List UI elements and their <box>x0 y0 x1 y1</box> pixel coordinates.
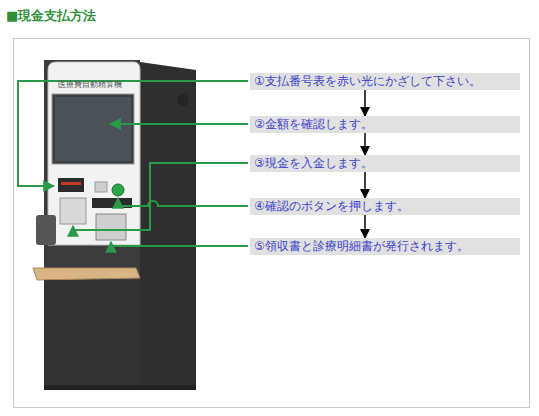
shelf <box>33 268 140 280</box>
confirm-button <box>112 184 124 196</box>
step-box: ②金額を確認します。 <box>250 116 520 133</box>
step-text: ①支払番号表を赤い光にかざして下さい。 <box>254 74 516 89</box>
red-light <box>61 182 81 185</box>
coin-tray <box>36 215 56 245</box>
step-box: ③現金を入金します。 <box>250 155 520 172</box>
speaker <box>177 94 189 106</box>
keypad <box>95 182 107 192</box>
machine-label: 医療費自動精算機 <box>58 80 122 90</box>
machine-body <box>44 60 140 390</box>
flow-arrow <box>364 133 366 155</box>
screen <box>52 94 134 164</box>
coin-slot <box>60 198 86 224</box>
flow-arrow <box>364 172 366 198</box>
screen-glass <box>55 97 131 161</box>
step-text: ⑤領収書と診療明細書が発行されます。 <box>254 239 516 254</box>
machine-side <box>140 62 196 390</box>
receipt-outlet <box>96 214 126 240</box>
leader-line <box>118 198 248 206</box>
step-text: ②金額を確認します。 <box>254 117 516 132</box>
machine-base <box>44 280 140 388</box>
step-text: ③現金を入金します。 <box>254 156 516 171</box>
leader-lines <box>18 81 248 246</box>
step-box: ④確認のボタンを押します。 <box>250 198 520 215</box>
card-reader <box>58 178 84 192</box>
machine-foot <box>44 385 196 390</box>
frame <box>14 39 530 408</box>
heading: ■現金支払方法 <box>6 7 96 25</box>
leader-line <box>110 123 248 125</box>
front-panel <box>48 62 140 245</box>
step-box: ①支払番号表を赤い光にかざして下さい。 <box>250 73 520 90</box>
flow-arrow <box>364 215 366 238</box>
leader-line <box>18 81 248 186</box>
leader-line <box>111 242 248 246</box>
flow-arrow <box>364 90 366 116</box>
leader-line <box>73 163 248 230</box>
step-text: ④確認のボタンを押します。 <box>254 199 516 214</box>
step-box: ⑤領収書と診療明細書が発行されます。 <box>250 238 520 255</box>
